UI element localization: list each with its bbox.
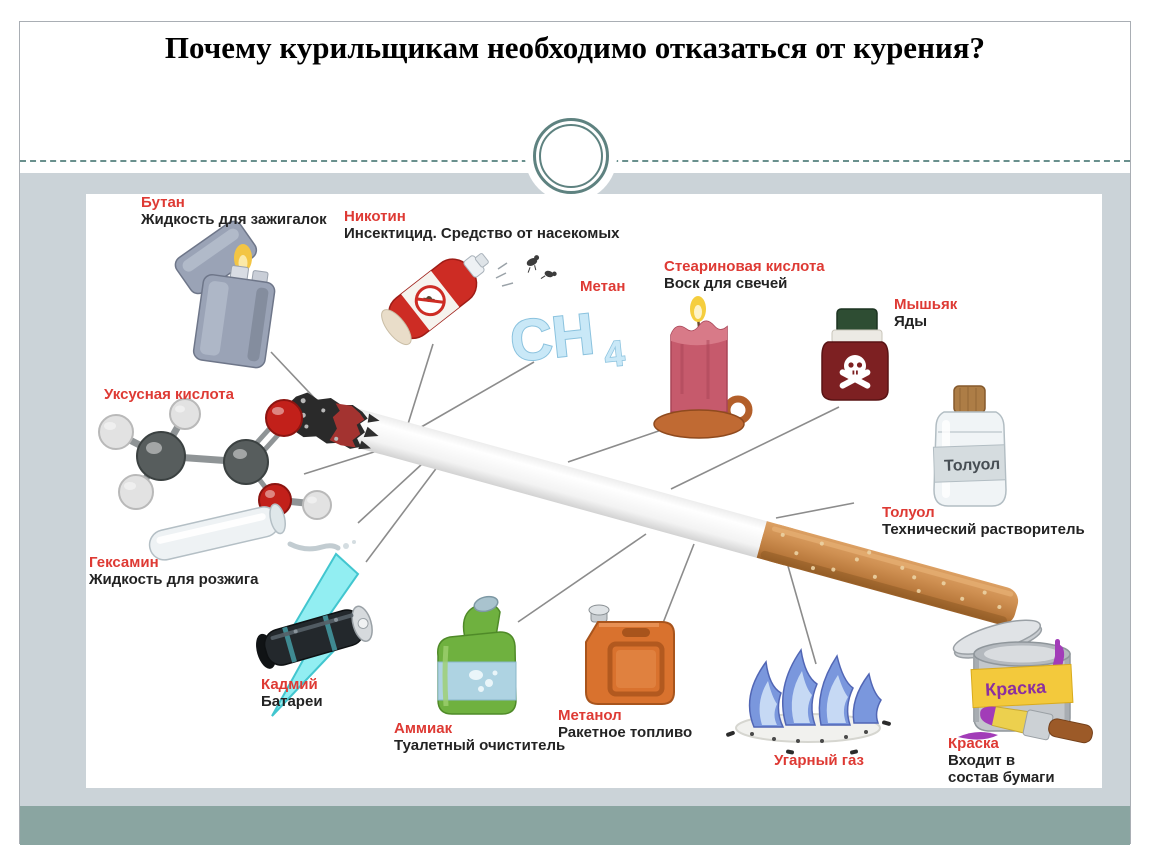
label-arsenic-subtitle: Яды <box>894 313 928 330</box>
vial-icon <box>148 503 356 561</box>
battery-icon <box>256 552 373 717</box>
label-methanol-subtitle: Ракетное топливо <box>558 724 693 741</box>
label-ammonia: Аммиак Туалетный очиститель <box>394 720 565 754</box>
label-toluene-title: Толуол <box>882 504 935 521</box>
spray-particles <box>495 262 514 287</box>
divider-circle-ornament <box>533 118 609 194</box>
lighter-icon <box>174 220 276 369</box>
bottom-accent-band <box>20 806 1130 845</box>
label-paint-subtitle: Входит в состав бумаги <box>948 752 1055 786</box>
jerrycan-icon <box>585 604 675 705</box>
paint-can-icon: Краска <box>952 619 1093 744</box>
gas-flame-icon <box>726 648 891 755</box>
label-butane: Бутан Жидкость для зажигалок <box>141 194 327 228</box>
filter-speckles <box>780 532 1002 609</box>
ch4-formula-text: CH <box>507 301 597 374</box>
label-stearic-acid-title: Стеариновая кислота <box>664 258 825 275</box>
label-nicotine: Никотин Инсектицид. Средство от насекомы… <box>344 208 620 242</box>
label-carbon-monoxide: Угарный газ <box>774 752 864 769</box>
paint-smear <box>958 731 998 740</box>
poison-jar-icon <box>821 308 889 401</box>
label-butane-subtitle: Жидкость для зажигалок <box>141 211 327 228</box>
label-ammonia-subtitle: Туалетный очиститель <box>394 737 566 754</box>
molecule-icon <box>98 398 332 520</box>
label-methanol-title: Метанол <box>558 707 622 724</box>
label-acetic-acid: Уксусная кислота <box>104 386 234 403</box>
label-toluene: Толуол Технический растворитель <box>882 504 1085 538</box>
label-carbon-monoxide-title: Угарный газ <box>774 752 864 769</box>
cigarette-illustration <box>286 392 1019 625</box>
label-stearic-acid: Стеариновая кислота Воск для свечей <box>664 258 825 292</box>
label-cadmium-title: Кадмий <box>261 676 318 693</box>
cigarette-diagram-illustration: CH 4 <box>98 220 1093 755</box>
label-hexamine-title: Гексамин <box>89 554 159 571</box>
cleaner-bottle-icon <box>437 595 517 715</box>
burning-ember <box>286 392 380 450</box>
label-nicotine-title: Никотин <box>344 208 406 225</box>
label-methane: Метан <box>580 278 625 295</box>
label-hexamine: Гексамин Жидкость для розжига <box>89 554 258 588</box>
paint-brush-icon <box>980 706 1093 744</box>
label-ammonia-title: Аммиак <box>394 720 453 737</box>
solvent-bottle-icon: Толуол <box>932 385 1007 507</box>
label-paint-title: Краска <box>948 735 999 752</box>
label-paint: Краска Входит в состав бумаги <box>948 735 1068 786</box>
label-hexamine-subtitle: Жидкость для розжига <box>89 571 259 588</box>
label-arsenic-title: Мышьяк <box>894 296 958 313</box>
label-stearic-acid-subtitle: Воск для свечей <box>664 275 788 292</box>
label-cadmium-subtitle: Батареи <box>261 693 323 710</box>
label-toluene-subtitle: Технический растворитель <box>882 521 1085 538</box>
candle-icon <box>653 296 753 439</box>
slide-title: Почему курильщикам необходимо отказаться… <box>164 30 986 65</box>
label-acetic-acid-title: Уксусная кислота <box>104 386 234 403</box>
toluene-bottle-label: Толуол <box>944 456 1001 475</box>
slide: Почему курильщикам необходимо отказаться… <box>19 21 1131 845</box>
ch4-formula-subscript: 4 <box>602 332 626 375</box>
insects-icon <box>526 255 557 279</box>
insecticide-spray-icon <box>381 253 557 346</box>
diagram-panel: CH 4 <box>86 194 1102 788</box>
ch4-formula-icon: CH 4 <box>506 300 627 375</box>
label-methanol: Метанол Ракетное топливо <box>558 707 692 741</box>
paint-can-label: Краска <box>985 677 1048 700</box>
label-nicotine-subtitle: Инсектицид. Средство от насекомых <box>344 225 620 242</box>
label-cadmium: Кадмий Батареи <box>261 676 323 710</box>
label-methane-title: Метан <box>580 278 626 295</box>
label-butane-title: Бутан <box>141 194 185 211</box>
divider-circle-inner-ring <box>539 124 603 188</box>
label-arsenic: Мышьяк Яды <box>894 296 957 330</box>
